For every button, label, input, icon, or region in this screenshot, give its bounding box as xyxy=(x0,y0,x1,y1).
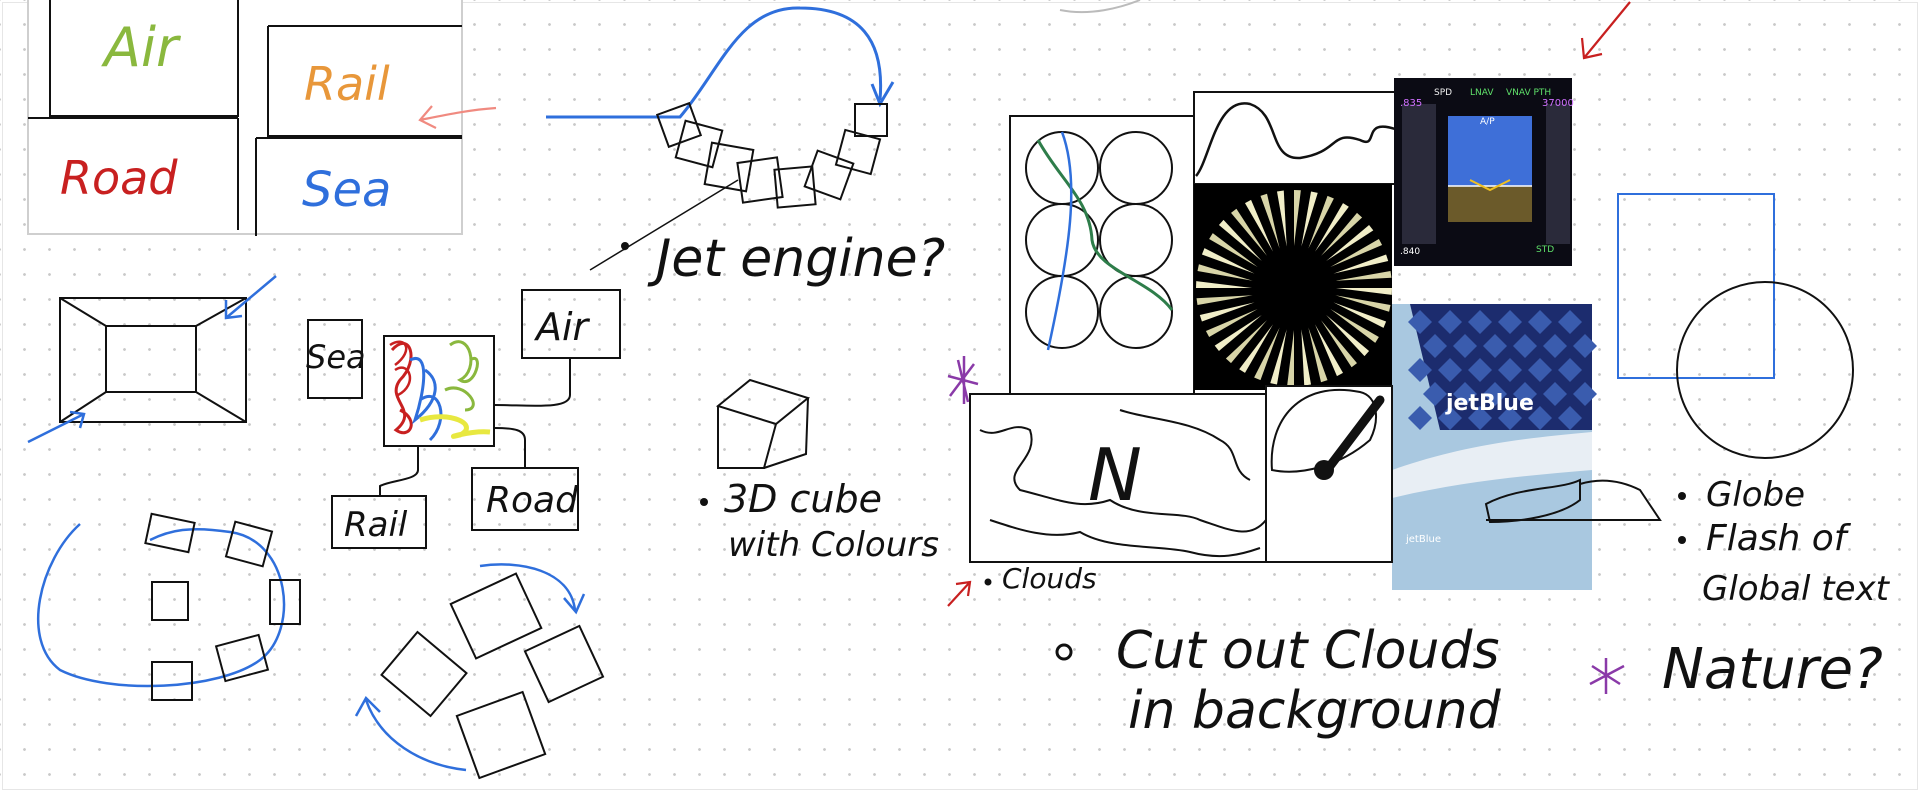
rotating-diamonds xyxy=(356,564,603,778)
diamond-arrow-bottom xyxy=(356,698,466,770)
map-north-letter: N xyxy=(1088,433,1142,517)
square-6 xyxy=(805,151,854,200)
square-8 xyxy=(855,104,887,136)
pfd-speed: .835 xyxy=(1400,98,1422,109)
cube-sketch xyxy=(718,380,808,468)
road-connector xyxy=(494,428,525,468)
note-cut-out-2: in background xyxy=(1128,681,1502,741)
modes-diagram: Sea Air Rail Road xyxy=(306,290,620,548)
note-cut-out-1: Cut out Clouds xyxy=(1116,621,1500,681)
note-flash-2: Global text xyxy=(1702,569,1891,609)
frame-arrow-bottom xyxy=(28,412,84,442)
red-arrow-clouds xyxy=(948,582,970,606)
mic-head xyxy=(1314,460,1334,480)
bullet xyxy=(700,498,708,506)
photo-collage: SPD LNAV VNAV PTH A/P .835 37000 STD .84… xyxy=(970,78,1660,590)
pfd-mode-2: LNAV xyxy=(1470,88,1494,98)
bullet xyxy=(621,242,629,250)
pfd-ap: A/P xyxy=(1480,117,1495,127)
road-box-label: Road xyxy=(486,480,579,521)
note-clouds: Clouds xyxy=(1002,562,1097,595)
sea-box-label: Sea xyxy=(306,338,366,376)
jetblue-small: jetBlue xyxy=(1405,534,1441,545)
pfd-mach: .840 xyxy=(1400,247,1420,257)
pfd-mode-1: SPD xyxy=(1434,88,1452,98)
diamond-top xyxy=(451,574,542,659)
jetblue-brand: jetBlue xyxy=(1445,391,1534,416)
orbit-square-4 xyxy=(216,635,268,681)
sea-label: Sea xyxy=(302,162,391,218)
note-cube-2: with Colours xyxy=(728,525,939,565)
square-1 xyxy=(657,103,701,147)
blue-square xyxy=(1618,194,1774,378)
note-globe: Globe xyxy=(1706,475,1805,515)
bullet xyxy=(985,579,992,586)
rail-box-label: Rail xyxy=(344,505,408,545)
pfd-alt: 37000 xyxy=(1542,98,1574,109)
pfd-speed-tape xyxy=(1402,104,1436,244)
air-connector xyxy=(494,358,570,406)
pfd-mode-3: VNAV PTH xyxy=(1506,88,1551,98)
cube-side xyxy=(764,398,808,468)
diamond-right xyxy=(525,626,603,702)
orbit-square-5 xyxy=(152,662,192,700)
diamond-arrow-top xyxy=(480,564,584,612)
bullet xyxy=(1678,536,1686,544)
orbit-square-6 xyxy=(152,582,188,620)
air-label: Air xyxy=(101,16,181,79)
bullet xyxy=(1678,492,1686,500)
frame-diagonals xyxy=(60,298,246,422)
pfd-ground xyxy=(1448,186,1532,222)
loop-arrowhead xyxy=(872,82,893,104)
note-cube-1: 3D cube xyxy=(724,477,882,521)
note-flash-1: Flash of xyxy=(1706,518,1852,559)
cube-top xyxy=(718,380,808,424)
grey-stroke xyxy=(1060,0,1140,12)
air-box-label: Air xyxy=(533,305,591,349)
pfd-alt-tape xyxy=(1546,104,1570,244)
rail-connector xyxy=(380,446,418,496)
bullet-large xyxy=(1057,645,1071,659)
orbit-square-2 xyxy=(226,522,272,567)
rail-label: Rail xyxy=(304,57,390,111)
inner-frame xyxy=(106,326,196,392)
purple-star-nature xyxy=(1590,658,1624,694)
turbine-hub xyxy=(1254,248,1334,328)
note-jet-engine: Jet engine? xyxy=(647,229,945,289)
pfd-std: STD xyxy=(1536,245,1554,255)
blue-loop-arrow xyxy=(546,8,881,117)
red-arrow-top xyxy=(1582,2,1630,58)
diamond-bottom xyxy=(457,692,545,778)
squiggle-tile xyxy=(1194,92,1400,184)
diamond-left xyxy=(381,632,466,716)
perspective-frame xyxy=(28,276,276,442)
note-nature: Nature? xyxy=(1662,637,1883,702)
globe-circle xyxy=(1677,282,1853,458)
square-orbit xyxy=(38,514,300,700)
transport-panel: Air Rail Road Sea xyxy=(28,0,462,236)
road-label: Road xyxy=(60,151,178,205)
